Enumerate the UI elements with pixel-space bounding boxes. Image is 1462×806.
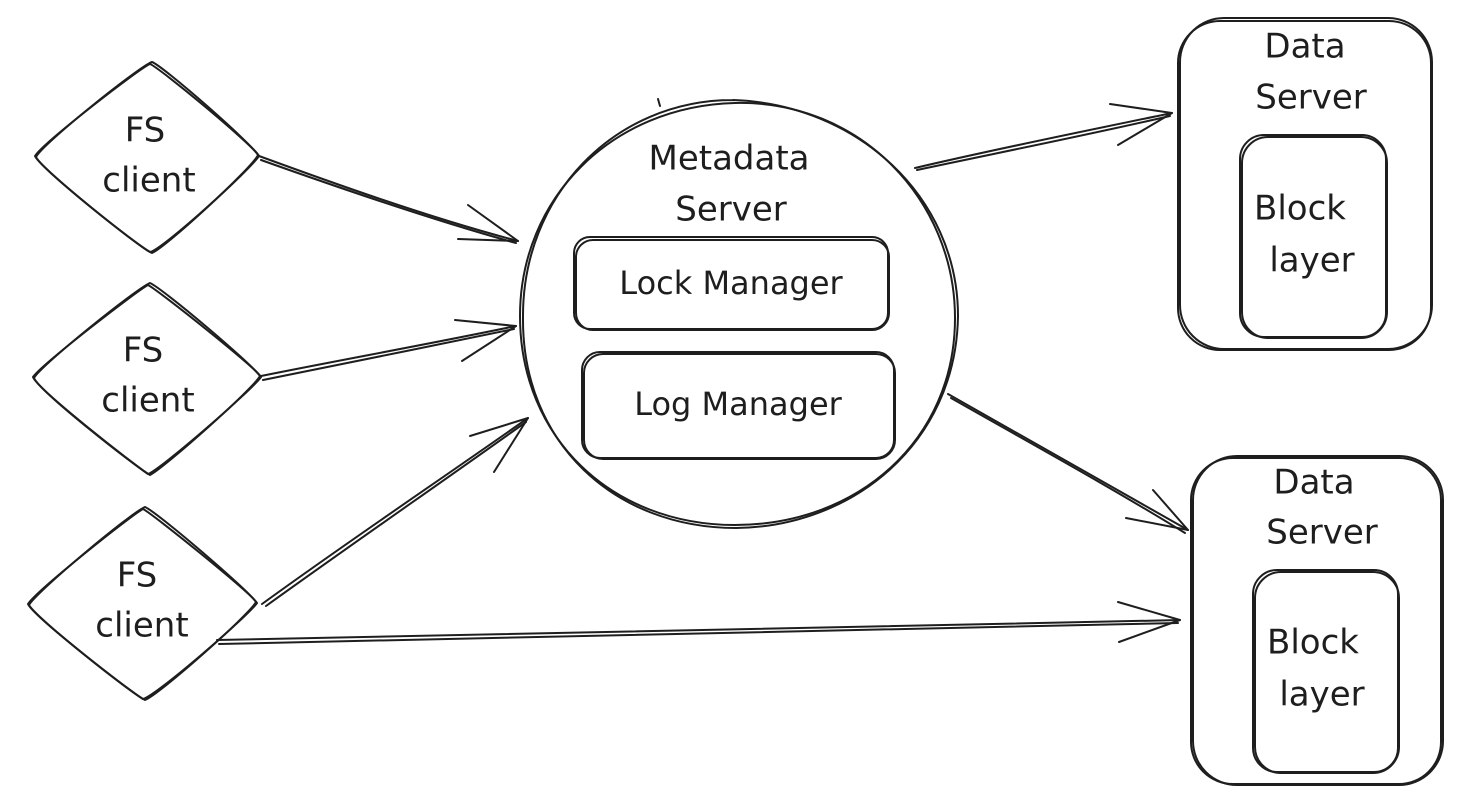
diamond-shape — [28, 506, 257, 701]
metadata-server-label-line1: Metadata — [648, 139, 809, 179]
circle-shape-overdraw — [521, 99, 959, 529]
arrow-shaft-overdraw — [265, 421, 527, 607]
diamond-shape-overdraw — [27, 508, 258, 700]
data-server-rect-overdraw — [1192, 455, 1444, 786]
arrow-shaft-overdraw — [950, 397, 1186, 534]
log-manager-label: Log Manager — [634, 385, 842, 423]
arrow-shaft-overdraw — [260, 159, 517, 244]
arrow-shaft — [260, 325, 517, 377]
block-layer-rect-overdraw — [1254, 571, 1400, 774]
arrow-head — [454, 319, 517, 362]
arrow-shaft — [261, 417, 529, 605]
arrow-shaft-overdraw — [218, 622, 1179, 645]
diamond-shape-overdraw — [34, 63, 260, 253]
fs-client-label-line2: client — [95, 606, 188, 646]
block-layer-box: Block layer — [1252, 569, 1400, 774]
block-layer-label-line2: layer — [1279, 675, 1364, 715]
block-layer-label-line1: Block — [1267, 623, 1359, 663]
fs-client-label-line2: client — [102, 161, 195, 201]
block-layer-rect-overdraw — [1241, 136, 1388, 339]
arrow-client3-to-dataserver2 — [216, 601, 1181, 645]
fs-client-node-3: FS client — [27, 506, 258, 701]
fs-client-label-line1: FS — [123, 331, 164, 371]
data-server-label-line2: Server — [1266, 513, 1378, 553]
block-layer-rect — [1252, 569, 1399, 773]
metadata-server-node: Metadata Server Lock Manager Log Manager — [519, 98, 959, 529]
lock-manager-box: Lock Manager — [573, 236, 890, 331]
log-manager-box: Log Manager — [581, 351, 896, 460]
arrow-shaft-overdraw — [262, 328, 515, 381]
arrow-shaft — [947, 393, 1189, 531]
arrow-head — [457, 204, 519, 242]
fs-client-node-1: FS client — [34, 61, 260, 254]
log-manager-rect-overdraw — [583, 353, 896, 460]
data-server-rect — [1177, 20, 1432, 351]
arrow-head — [1117, 601, 1181, 643]
data-server-node-1: Data Server Block layer — [1177, 17, 1433, 351]
data-server-rect — [1190, 457, 1442, 785]
diamond-shape-overdraw — [32, 284, 262, 475]
arrow-metadata-to-dataserver2 — [947, 393, 1189, 534]
fs-client-node-2: FS client — [32, 282, 262, 476]
fs-client-label-line2: client — [101, 381, 194, 421]
arrow-head — [1125, 489, 1189, 531]
lock-manager-rect-overdraw — [575, 239, 890, 331]
data-server-label-line2: Server — [1255, 78, 1367, 118]
circle-tick-mark — [657, 98, 661, 107]
arrow-shaft — [216, 619, 1181, 641]
arrow-shaft-overdraw — [916, 115, 1171, 171]
diamond-shape — [33, 282, 261, 476]
arrow-head — [469, 417, 529, 473]
block-layer-rect — [1239, 134, 1387, 338]
data-server-label-line1: Data — [1273, 463, 1354, 503]
data-server-node-2: Data Server Block layer — [1190, 455, 1444, 786]
arrow-client3-to-metadata — [261, 417, 529, 607]
arrow-metadata-to-dataserver1 — [914, 103, 1173, 171]
block-layer-label-line2: layer — [1269, 241, 1354, 281]
circle-shape — [519, 101, 956, 526]
block-layer-label-line1: Block — [1254, 189, 1346, 229]
data-server-rect-overdraw — [1179, 17, 1433, 350]
fs-client-label-line1: FS — [117, 556, 158, 596]
data-server-label-line1: Data — [1264, 27, 1345, 67]
block-layer-box: Block layer — [1239, 134, 1388, 339]
metadata-server-label-line2: Server — [675, 190, 787, 230]
fs-client-label-line1: FS — [125, 111, 166, 151]
arrow-client2-to-metadata — [260, 319, 517, 381]
diamond-shape — [35, 61, 259, 254]
arrow-shaft — [258, 155, 519, 242]
arrow-shaft — [914, 112, 1173, 169]
arrow-head — [1109, 103, 1173, 146]
arrow-client1-to-metadata — [258, 155, 519, 244]
lock-manager-label: Lock Manager — [619, 264, 843, 302]
